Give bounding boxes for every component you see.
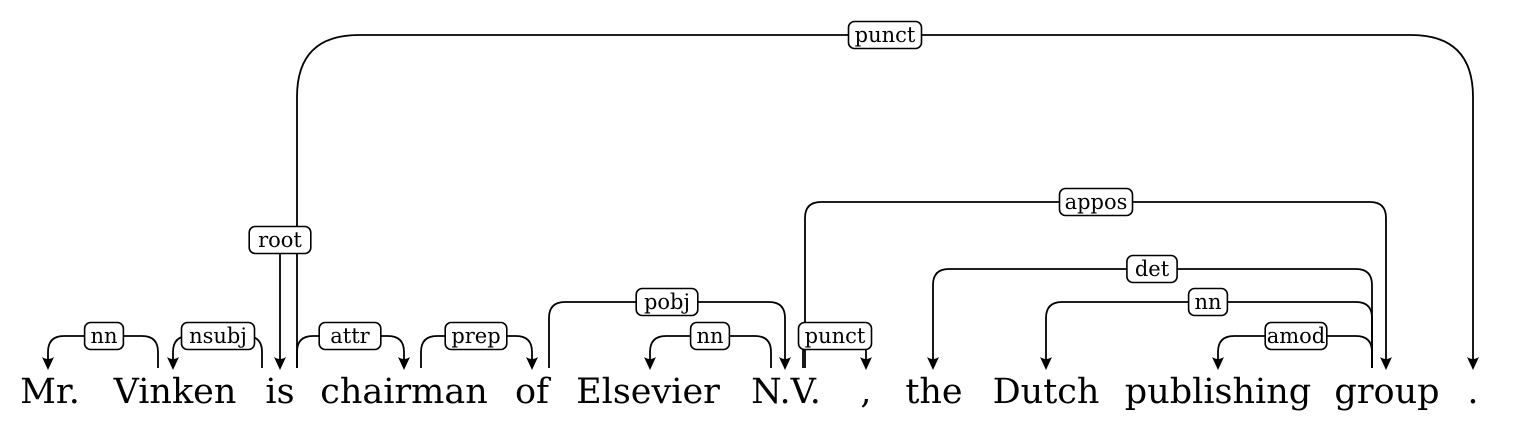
relation-label-box: [1187, 287, 1229, 317]
relation-label-box: [180, 321, 256, 351]
relation-label-text: appos: [1065, 190, 1128, 214]
arc-arrowhead: [860, 357, 872, 370]
relation-label-box: [635, 287, 699, 317]
tokens-layer: Mr. Vinken is chairman of Elsevier N.V. …: [20, 372, 1479, 412]
arc-arrowhead: [167, 357, 179, 370]
token-the: the: [905, 372, 962, 412]
arc-arrowhead: [42, 357, 54, 370]
relation-label-box: [444, 321, 508, 351]
token-dutch: Dutch: [993, 372, 1100, 412]
token-is: is: [265, 372, 294, 412]
arc-det-group-the: [927, 268, 1373, 370]
relation-label: nn: [689, 321, 731, 351]
token-elsevier: Elsevier: [576, 372, 720, 412]
relation-label: attr: [318, 321, 382, 351]
relation-label-text: attr: [330, 324, 370, 348]
relation-label-box: [83, 321, 125, 351]
arc-arrowhead: [398, 357, 410, 370]
relation-label-text: det: [1135, 257, 1170, 281]
relation-label: det: [1126, 254, 1178, 284]
arc-arrowhead: [1380, 357, 1392, 370]
relation-label: prep: [444, 321, 508, 351]
relation-label: appos: [1058, 187, 1134, 217]
relation-label-box: [1126, 254, 1178, 284]
relation-label-text: nn: [1194, 290, 1221, 314]
arc-root-is: [274, 253, 286, 370]
relation-label-box: [1264, 321, 1328, 351]
relation-label-box: [689, 321, 731, 351]
relation-label: punct: [797, 321, 873, 351]
relation-label-text: nsubj: [189, 324, 247, 348]
relation-label-box: [847, 20, 923, 50]
arc-arrowhead: [644, 357, 656, 370]
token-nv: N.V.: [751, 372, 821, 412]
relation-label: nn: [83, 321, 125, 351]
relation-label: nsubj: [180, 321, 256, 351]
token-vinken: Vinken: [113, 372, 237, 412]
relation-label-box: [797, 321, 873, 351]
token-period: .: [1467, 372, 1478, 412]
relation-label-text: root: [258, 228, 302, 252]
token-mr: Mr.: [20, 372, 80, 412]
arc-arrowhead: [927, 357, 939, 370]
relation-label-text: nn: [696, 324, 723, 348]
token-of: of: [515, 372, 552, 412]
relation-label-text: amod: [1267, 324, 1326, 348]
relation-label-text: nn: [90, 324, 117, 348]
relation-label: punct: [847, 20, 923, 50]
relation-label: pobj: [635, 287, 699, 317]
relation-label-text: prep: [451, 324, 500, 348]
relation-label: amod: [1264, 321, 1328, 351]
relation-label: root: [248, 225, 312, 255]
relation-label-box: [248, 225, 312, 255]
relation-label-text: punct: [805, 324, 866, 348]
relation-label-box: [1058, 187, 1134, 217]
relation-label-box: [318, 321, 382, 351]
relation-label-text: punct: [855, 23, 916, 47]
token-publishing: publishing: [1125, 372, 1311, 412]
token-group: group: [1334, 372, 1439, 412]
arc-arrowhead: [779, 357, 791, 370]
token-comma: ,: [860, 372, 871, 412]
arc-arrowhead: [1040, 357, 1052, 370]
arc-line: [932, 268, 1373, 368]
relation-label-text: pobj: [644, 290, 690, 314]
arc-arrowhead: [526, 357, 538, 370]
root-arrowhead: [274, 357, 286, 370]
arc-arrowhead: [1467, 357, 1479, 370]
token-chairman: chairman: [320, 372, 488, 412]
arc-arrowhead: [1212, 357, 1224, 370]
relation-label: nn: [1187, 287, 1229, 317]
